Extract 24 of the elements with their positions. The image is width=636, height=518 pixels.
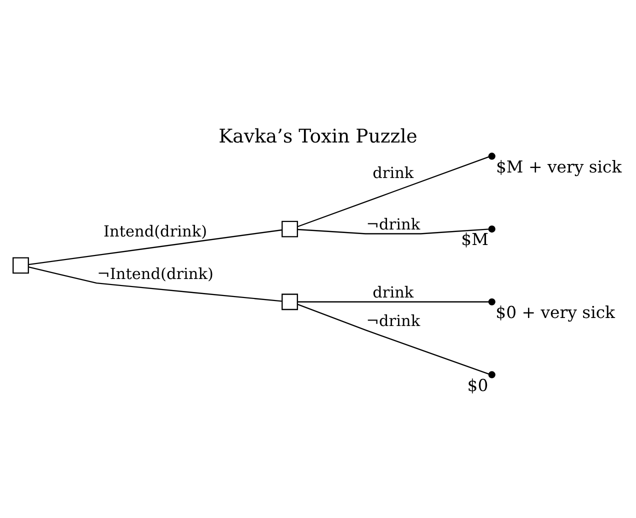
diagram-title: Kavka’s Toxin Puzzle [218, 126, 418, 148]
edge-label: drink [372, 164, 414, 182]
edge-label: Intend(drink) [103, 222, 208, 241]
node-label: $M [461, 230, 488, 250]
connector [28, 229, 282, 266]
connector [298, 228, 489, 234]
edge-label: ¬drink [366, 312, 420, 330]
connector [297, 156, 490, 228]
connector [298, 301, 489, 302]
edge-label: ¬drink [366, 216, 420, 234]
node-circle [488, 371, 496, 378]
node-circle [488, 226, 496, 233]
node-box [282, 220, 298, 238]
node-label: $0 [467, 376, 488, 395]
connector [298, 304, 490, 375]
node-circle [488, 298, 496, 306]
node-box [282, 294, 298, 310]
node-label: $M + very sick [496, 157, 622, 176]
node-box [12, 257, 29, 274]
node-label: $0 + very sick [496, 303, 616, 322]
edge-label: drink [372, 284, 414, 302]
node-circle [488, 152, 496, 160]
connector [28, 266, 282, 302]
edge-label: ¬Intend(drink) [97, 264, 214, 283]
